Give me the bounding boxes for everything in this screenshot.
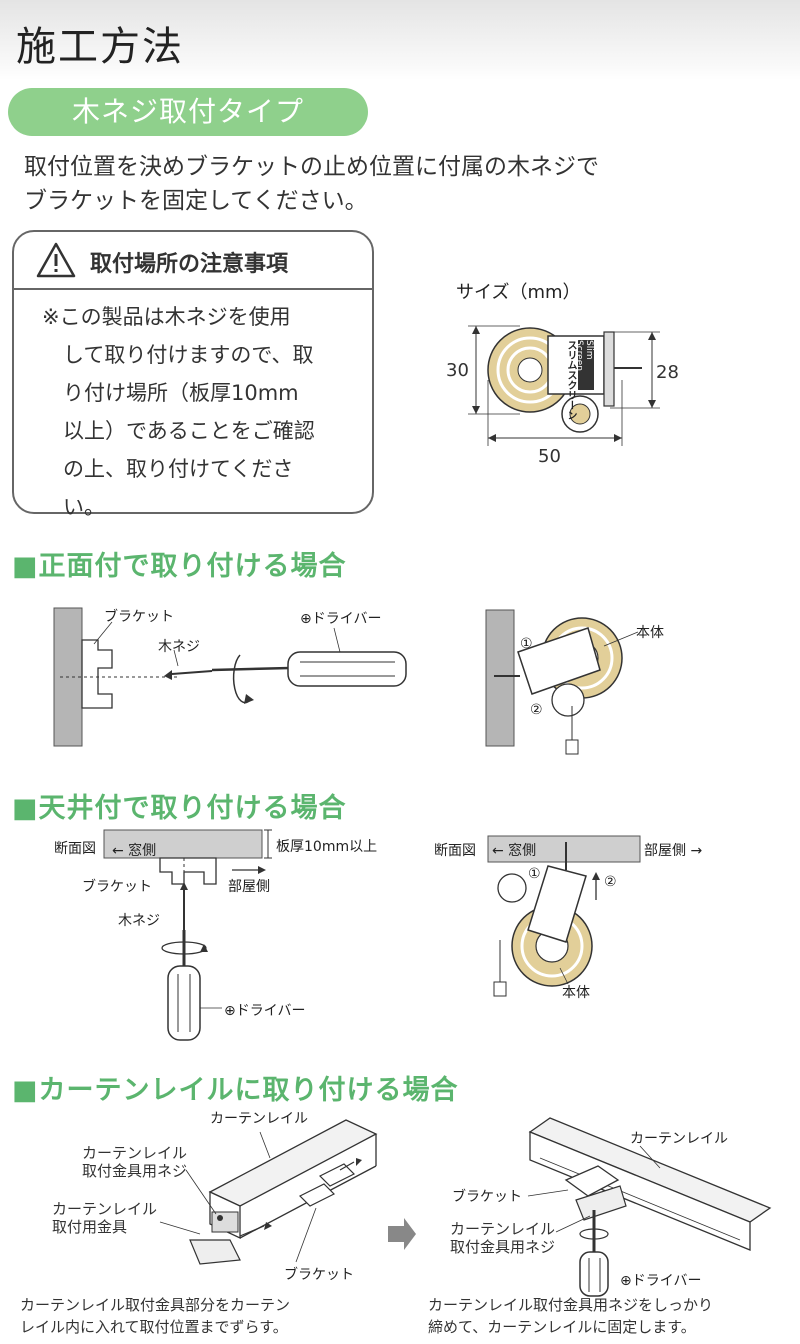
ceiling-step-2: ② bbox=[604, 874, 617, 890]
size-height-right: 28 bbox=[656, 362, 679, 383]
rail-screw-left-label: カーテンレイル 取付金具用ネジ bbox=[82, 1144, 188, 1180]
rail-bracket-right-label: ブラケット bbox=[452, 1189, 522, 1205]
ceiling-room-side-right: 部屋側 → bbox=[644, 843, 703, 859]
product-label-en: Slim Screen bbox=[574, 340, 594, 390]
header-bar bbox=[0, 0, 800, 80]
ceiling-window-side-left: ← 窓側 bbox=[112, 843, 157, 859]
size-height-left: 30 bbox=[446, 360, 469, 381]
caution-header: 取付場所の注意事項 bbox=[14, 232, 372, 290]
front-bracket-label: ブラケット bbox=[104, 609, 174, 625]
rail-driver-label: ⊕ドライバー bbox=[620, 1273, 702, 1289]
type-badge: 木ネジ取付タイプ bbox=[8, 88, 368, 136]
section-front-title: ■正面付で取り付ける場合 bbox=[12, 551, 347, 582]
ceiling-bracket-label: ブラケット bbox=[82, 879, 152, 895]
rail-caption-left: カーテンレイル取付金具部分をカーテン レイル内に入れて取付位置までずらす。 bbox=[20, 1296, 291, 1336]
size-title: サイズ（mm） bbox=[456, 282, 581, 303]
ceiling-screw-label: 木ネジ bbox=[118, 913, 160, 929]
rail-fitting-label: カーテンレイル 取付用金具 bbox=[52, 1200, 158, 1236]
front-driver-label: ⊕ドライバー bbox=[300, 611, 382, 627]
front-body-label: 本体 bbox=[636, 625, 664, 641]
ceiling-thickness-label: 板厚10mm以上 bbox=[276, 839, 378, 855]
ceiling-window-side-right: ← 窓側 bbox=[492, 843, 537, 859]
intro-text: 取付位置を決めブラケットの止め位置に付属の木ネジで ブラケットを固定してください… bbox=[24, 150, 599, 218]
ceiling-step-1: ① bbox=[528, 866, 541, 882]
ceiling-cross-section-right: 断面図 bbox=[434, 843, 476, 859]
intro-line-2: ブラケットを固定してください。 bbox=[24, 188, 368, 214]
page-title: 施工方法 bbox=[16, 24, 184, 70]
front-step-2: ② bbox=[530, 702, 543, 718]
rail-caption-right: カーテンレイル取付金具用ネジをしっかり 締めて、カーテンレイルに固定します。 bbox=[428, 1296, 714, 1336]
ceiling-room-side-left: 部屋側 bbox=[228, 879, 270, 895]
rail-bracket-left-label: ブラケット bbox=[284, 1267, 354, 1283]
rail-left-label: カーテンレイル bbox=[210, 1111, 308, 1127]
rail-right-label: カーテンレイル bbox=[630, 1131, 728, 1147]
warning-icon bbox=[36, 242, 76, 278]
intro-line-1: 取付位置を決めブラケットの止め位置に付属の木ネジで bbox=[24, 154, 599, 180]
ceiling-body-label: 本体 bbox=[562, 985, 590, 1001]
caution-text: ※この製品は木ネジを使用 して取り付けますので、取 り付け場所（板厚10mm 以… bbox=[42, 305, 315, 519]
section-rail-title: ■カーテンレイルに取り付ける場合 bbox=[12, 1075, 459, 1106]
rail-screw-right-label: カーテンレイル 取付金具用ネジ bbox=[450, 1220, 556, 1256]
product-label: スリムスクリーン bbox=[565, 340, 576, 420]
ceiling-cross-section-left: 断面図 bbox=[54, 841, 96, 857]
size-width: 50 bbox=[538, 446, 561, 467]
caution-box: 取付場所の注意事項 ※この製品は木ネジを使用 して取り付けますので、取 り付け場… bbox=[12, 230, 374, 519]
caution-title: 取付場所の注意事項 bbox=[90, 252, 289, 277]
front-step-1: ① bbox=[520, 636, 533, 652]
front-screw-label: 木ネジ bbox=[158, 639, 200, 655]
ceiling-driver-label: ⊕ドライバー bbox=[224, 1003, 306, 1019]
section-ceiling-title: ■天井付で取り付ける場合 bbox=[12, 793, 347, 824]
